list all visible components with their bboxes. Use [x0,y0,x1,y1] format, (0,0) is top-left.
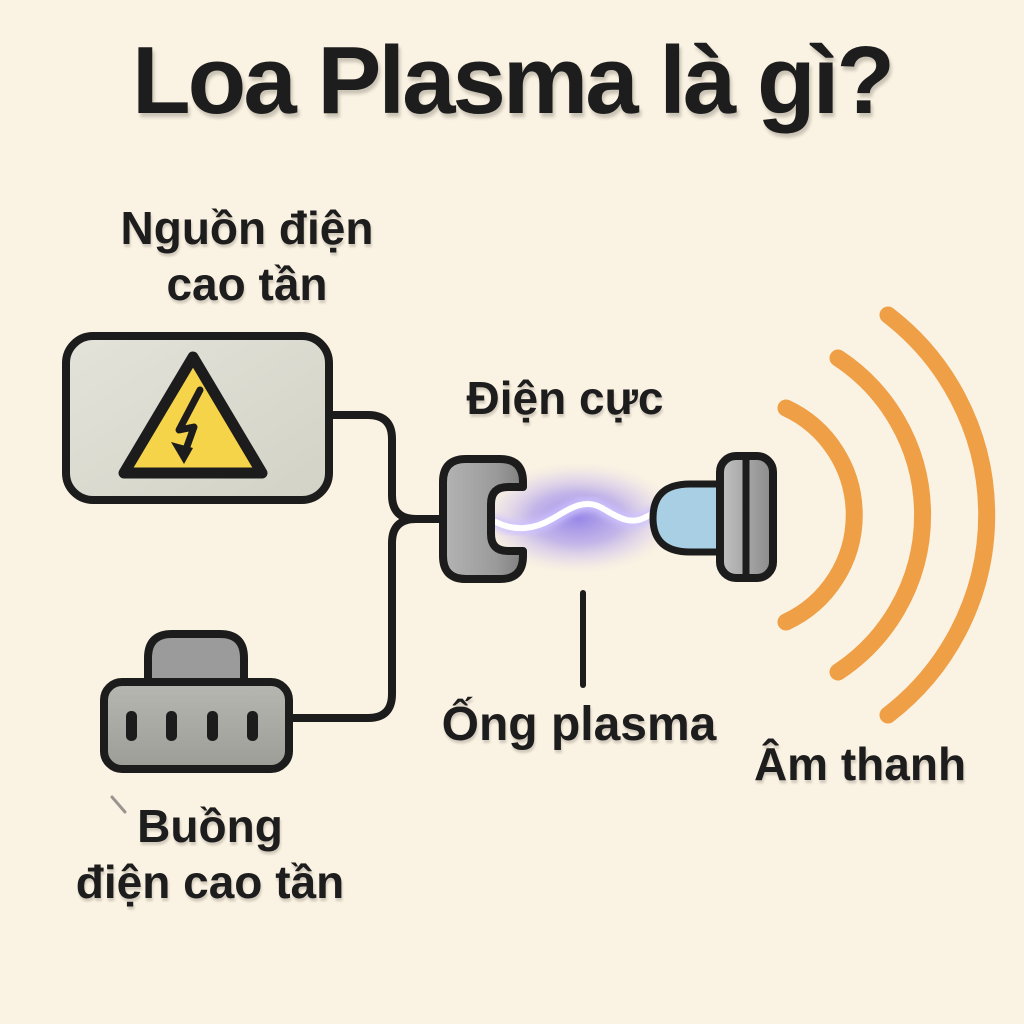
electrode-blue-tip [649,480,728,556]
right-electrode [649,452,777,582]
label-electrode: Điện cực [466,372,664,424]
label-power-source-line2: cao tần [166,258,328,310]
left-electrode [439,455,527,583]
wires [288,411,447,722]
plug-body [100,678,293,773]
page-title: Loa Plasma là gì? [132,27,895,134]
sound-waves-icon [777,306,996,724]
label-power-source: Nguồn điện cao tần [121,200,374,312]
warning-triangle-lightning-icon [118,351,268,479]
label-hf-chamber-line1: Buồng [137,800,283,852]
label-hf-chamber-line2: điện cao tần [75,856,345,908]
plasma-arc-icon [489,497,663,535]
plug-icon [100,630,293,773]
label-plasma-tube: Ống plasma [441,698,717,751]
label-sound: Âm thanh [753,738,967,790]
plug-top-bump [144,630,248,694]
wire-power-to-electrode [330,411,447,523]
label-power-source-line1: Nguồn điện [120,202,374,254]
sound-wave-small [777,399,863,631]
wire-junction-to-plug [288,515,417,722]
plug-slots [126,711,258,741]
power-source-box [62,332,333,504]
stray-mark [110,795,127,814]
sound-wave-medium [829,349,931,681]
sound-wave-large [879,306,996,724]
label-hf-chamber: Buồng điện cao tần [76,798,344,910]
